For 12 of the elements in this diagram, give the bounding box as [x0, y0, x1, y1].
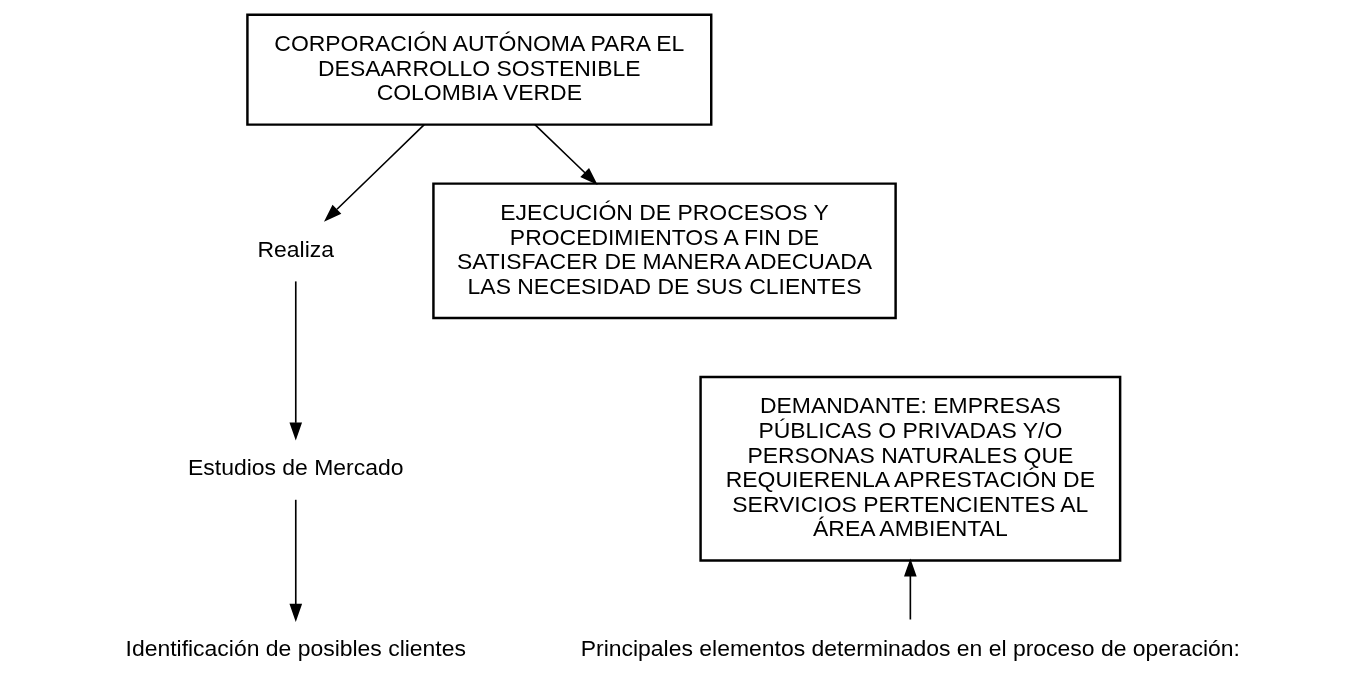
node-box: CORPORACIÓN AUTÓNOMA PARA EL DESAARROLLO SOSTENIBLE COLOMBIA VERDE: [246, 13, 713, 126]
node-box: EJECUCIÓN DE PROCESOS Y PROCEDIMIENTOS A FIN DE SATISFACER DE MANERA ADECUADA LAS NECESIDAD DE SUS CLIENTES: [432, 182, 897, 320]
arrow: [289, 280, 303, 441]
arrow: [323, 123, 426, 222]
node-text: Identificación de posibles clientes: [125, 634, 466, 661]
node-text: Principales elementos determinados en el proceso de operación:: [580, 634, 1240, 661]
arrow: [904, 558, 917, 621]
node-box: DEMANDANTE: EMPRESAS PÚBLICAS O PRIVADAS Y/O PERSONAS NATURALES QUE REQUIERENLA APRESTACIÓN DE SERVICIOS PERTENCIENTES AL ÁREA AMBIENTAL: [699, 375, 1122, 562]
arrow: [534, 123, 598, 185]
node-text: Realiza: [257, 235, 335, 262]
node-text: Estudios de Mercado: [188, 453, 404, 480]
arrow: [289, 498, 303, 622]
